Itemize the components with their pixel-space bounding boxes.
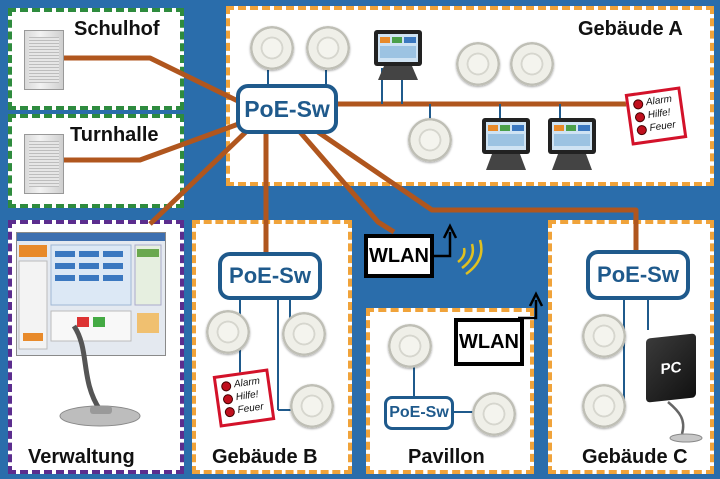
ceiling-speaker [282,312,326,356]
cable-wlan [298,130,396,235]
alarm-button-icon [632,98,644,110]
zone-label-schulhof: Schulhof [74,18,160,40]
help-button-icon [222,393,234,405]
fire-label: Feuer [648,119,677,134]
zone-label-turnhalle: Turnhalle [70,124,159,146]
help-button-icon [634,111,646,123]
zone-label-gebaeude-a: Gebäude A [578,18,683,40]
touch-panel-icon [374,30,422,80]
ceiling-speaker [510,42,554,86]
wlan-access-point-pavillon: WLAN [454,318,524,366]
ceiling-speaker [206,310,250,354]
zone-label-gebaeude-b: Gebäude B [212,446,318,468]
fire-label: Feuer [236,401,265,416]
pc-microphone-icon [667,401,703,443]
wlan-access-point: WLAN [364,234,434,278]
pc-icon: PC [646,333,696,403]
cable-turnhalle [62,119,245,163]
wifi-signal-icon [457,239,483,276]
cable-schulhof [62,55,246,107]
fire-button-icon [224,405,236,418]
alarm-button-icon [220,380,232,392]
cable-verwaltung [148,126,252,226]
ceiling-speaker [408,118,452,162]
poe-switch-main: PoE-Sw [236,84,338,134]
alarm-panel-gebaeude-a: Alarm Hilfe! Feuer [624,86,688,146]
ceiling-speaker [250,26,294,70]
touch-panel-icon [548,118,596,170]
cable-gebaeude-c [316,129,639,252]
ceiling-speaker [388,324,432,368]
admin-software-screenshot [16,232,166,356]
zone-label-gebaeude-c: Gebäude C [582,446,688,468]
wall-speaker-schulhof [24,30,64,90]
poe-switch-gebaeude-b: PoE-Sw [218,252,322,300]
ceiling-speaker [582,314,626,358]
ceiling-speaker [472,392,516,436]
fire-button-icon [636,123,648,136]
ceiling-speaker [456,42,500,86]
poe-switch-gebaeude-c: PoE-Sw [586,250,690,300]
zone-label-pavillon: Pavillon [408,446,485,468]
poe-switch-pavillon: PoE-Sw [384,396,454,430]
ceiling-speaker [582,384,626,428]
zone-label-verwaltung: Verwaltung [28,446,135,468]
touch-panel-icon [482,118,530,170]
desk-microphone-icon [59,324,141,427]
wall-speaker-turnhalle [24,134,64,194]
ceiling-speaker [306,26,350,70]
ceiling-speaker [290,384,334,428]
alarm-panel-gebaeude-b: Alarm Hilfe! Feuer [212,368,276,428]
